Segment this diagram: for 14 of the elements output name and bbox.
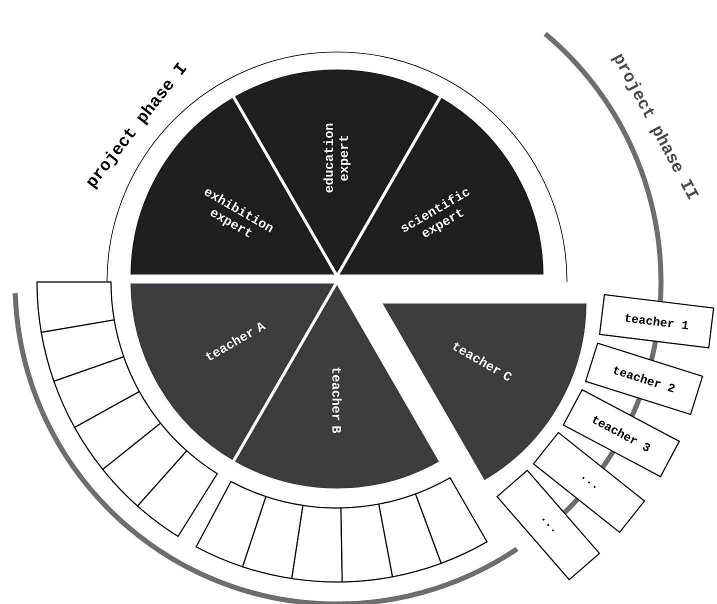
empty-box [40,319,124,382]
empty-box [414,477,488,564]
empty-box [291,504,343,583]
node-label: teacher 1 [626,314,688,330]
empty-box [378,493,442,578]
empty-box [74,390,162,470]
participant-box: teacher 1 [598,294,714,348]
empty-box [36,281,115,333]
empty-box [102,422,188,507]
empty-box [53,356,140,428]
empty-box [196,480,267,568]
empty-box [242,496,304,580]
empty-box [136,450,218,537]
empty-box [340,503,394,583]
